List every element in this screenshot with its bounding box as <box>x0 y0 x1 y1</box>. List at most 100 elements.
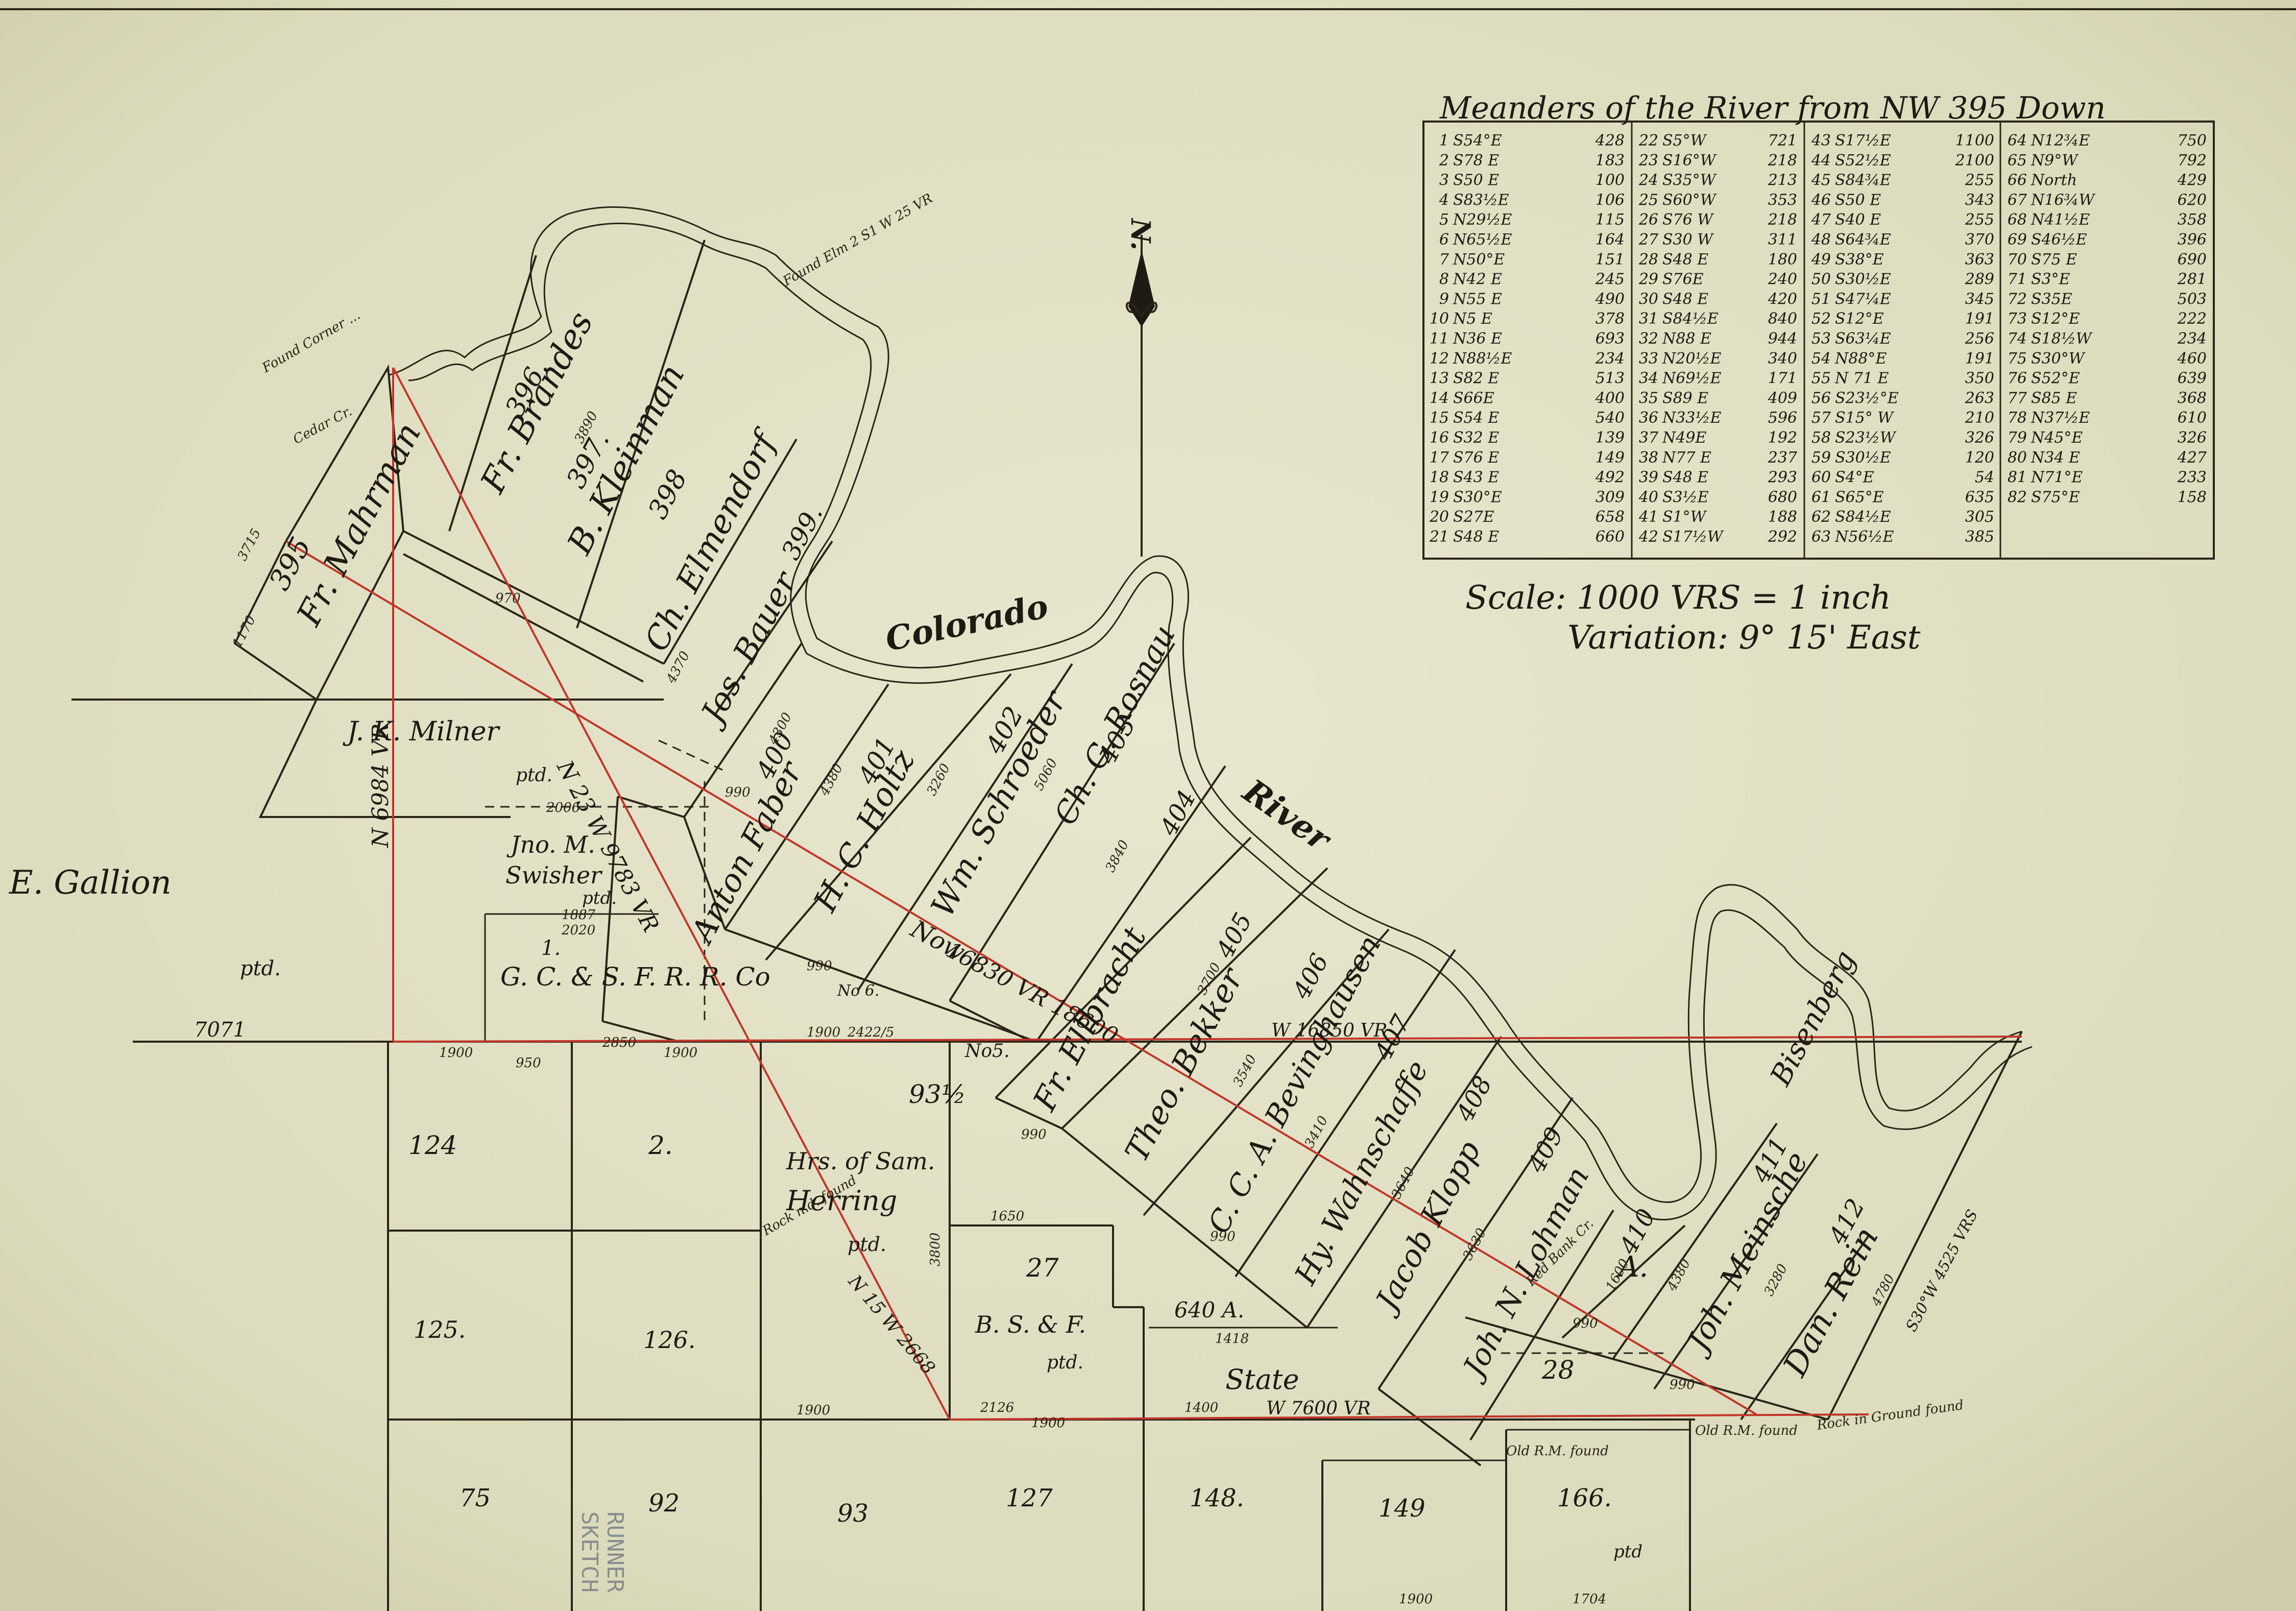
meander-bearing: S23½°E <box>1835 389 1899 407</box>
meander-number: 24 <box>1638 172 1658 189</box>
meander-distance: 1100 <box>1955 132 1994 150</box>
meander-bearing: S16°W <box>1662 152 1717 170</box>
meander-distance: 428 <box>1595 132 1625 150</box>
meander-number: 26 <box>1638 211 1658 229</box>
meander-number: 9 <box>1439 290 1449 308</box>
meander-bearing: N12¾E <box>2031 132 2090 150</box>
herring-ptd: ptd. <box>848 1233 886 1256</box>
gallion-ptd: ptd. <box>240 957 281 980</box>
meander-number: 77 <box>2008 389 2027 407</box>
section-127: 127 <box>1006 1484 1053 1512</box>
river-bank-north <box>388 206 2022 1203</box>
herring-label-2: Herring <box>786 1185 897 1217</box>
meander-bearing: N36 E <box>1453 330 1502 348</box>
svg-text:2126: 2126 <box>980 1400 1014 1415</box>
meander-distance: 358 <box>2178 211 2207 229</box>
meander-bearing: S64¾E <box>1835 231 1891 249</box>
meander-number: 54 <box>1811 350 1831 368</box>
meander-bearing: S52°E <box>2031 370 2080 388</box>
meander-number: 64 <box>2008 132 2027 150</box>
svg-text:1900: 1900 <box>664 1045 697 1061</box>
section-93-half: 93½ <box>909 1079 966 1109</box>
meander-number: 40 <box>1638 488 1658 506</box>
lot-410-a: A. <box>1616 1251 1648 1284</box>
meander-distance: 233 <box>2177 469 2207 487</box>
meander-bearing: N71°E <box>2031 469 2083 487</box>
meander-bearing: S38°E <box>1835 251 1884 269</box>
meander-number: 20 <box>1429 508 1449 526</box>
meander-bearing: S1°W <box>1662 508 1707 526</box>
meander-bearing: S76E <box>1662 271 1704 288</box>
meanders-frame <box>1422 121 2215 560</box>
meander-bearing: S65°E <box>1835 488 1884 506</box>
meander-bearing: S30°E <box>1453 488 1502 506</box>
meander-distance: 427 <box>2177 449 2207 467</box>
meander-bearing: S52½E <box>1835 152 1891 170</box>
meander-bearing: S3½E <box>1662 488 1709 506</box>
milner-label: J. K. Milner <box>343 716 501 747</box>
section-125: 125. <box>414 1316 466 1343</box>
meander-distance: 139 <box>1596 429 1625 447</box>
meander-number: 34 <box>1639 370 1658 388</box>
meander-number: 59 <box>1811 449 1831 467</box>
meander-distance: 492 <box>1595 469 1625 487</box>
meander-distance: 54 <box>1975 469 1994 487</box>
north-label: N. <box>1125 218 1156 250</box>
meander-distance: 429 <box>2177 172 2207 189</box>
meander-distance: 281 <box>2177 271 2207 288</box>
meander-bearing: N56½E <box>1834 528 1894 546</box>
meander-bearing: N50°E <box>1453 251 1505 269</box>
north-arrow: N. <box>1125 218 1158 557</box>
meander-distance: 191 <box>1965 310 1994 328</box>
meander-bearing: S76 E <box>1453 449 1499 467</box>
acres-640: 640 A. <box>1174 1297 1244 1323</box>
meander-bearing: S89 E <box>1662 389 1708 407</box>
line-7600: W 7600 VR <box>1266 1398 1371 1419</box>
meander-distance: 234 <box>1595 350 1625 368</box>
meander-bearing: S48 E <box>1662 469 1708 487</box>
meander-number: 31 <box>1639 310 1658 328</box>
meander-number: 11 <box>1430 330 1449 348</box>
line-no5: No5. <box>964 1041 1010 1062</box>
meander-number: 65 <box>2008 152 2027 170</box>
meander-number: 75 <box>2008 350 2027 368</box>
svg-text:1900: 1900 <box>796 1403 830 1418</box>
note-old-rm: Old R.M. found <box>1506 1444 1609 1459</box>
svg-text:990: 990 <box>1670 1377 1695 1392</box>
meander-distance: 400 <box>1595 389 1625 407</box>
meander-bearing: S54°E <box>1453 132 1502 150</box>
meander-bearing: N88½E <box>1453 350 1512 368</box>
meander-number: 81 <box>2008 469 2027 487</box>
meander-bearing: S12°E <box>2031 310 2080 328</box>
meander-distance: 100 <box>1596 172 1625 189</box>
note-old-rm-2: Old R.M. found <box>1695 1423 1798 1438</box>
meander-distance: 292 <box>1768 528 1797 546</box>
svg-text:2006: 2006 <box>546 800 580 815</box>
svg-text:990: 990 <box>807 958 832 974</box>
meander-bearing: S27E <box>1453 508 1494 526</box>
meander-distance: 192 <box>1768 429 1797 447</box>
meander-bearing: S46½E <box>2031 231 2087 249</box>
svg-text:2020: 2020 <box>561 923 595 938</box>
meander-distance: 240 <box>1768 271 1797 288</box>
meander-number: 56 <box>1811 389 1831 407</box>
meander-distance: 610 <box>2178 409 2207 427</box>
meander-number: 2 <box>1439 152 1449 170</box>
svg-text:2422/5: 2422/5 <box>847 1025 894 1040</box>
meander-number: 1 <box>1439 132 1449 150</box>
meander-distance: 721 <box>1768 132 1797 150</box>
meander-bearing: N55 E <box>1453 290 1502 308</box>
swisher-label-1: Jno. M. <box>506 831 595 858</box>
river-lots <box>233 239 2023 1466</box>
meander-distance: 490 <box>1595 290 1625 308</box>
meander-bearing: S17½W <box>1662 528 1724 546</box>
section-148: 148. <box>1190 1484 1244 1512</box>
stamp-sketch: SKETCH <box>576 1511 602 1593</box>
meander-distance: 158 <box>2178 488 2207 506</box>
svg-text:2850: 2850 <box>602 1035 636 1050</box>
bsf-ptd: ptd. <box>1047 1352 1083 1373</box>
meander-distance: 256 <box>1965 330 1994 348</box>
meander-bearing: S5°W <box>1662 132 1707 150</box>
meander-distance: 222 <box>2177 310 2207 328</box>
